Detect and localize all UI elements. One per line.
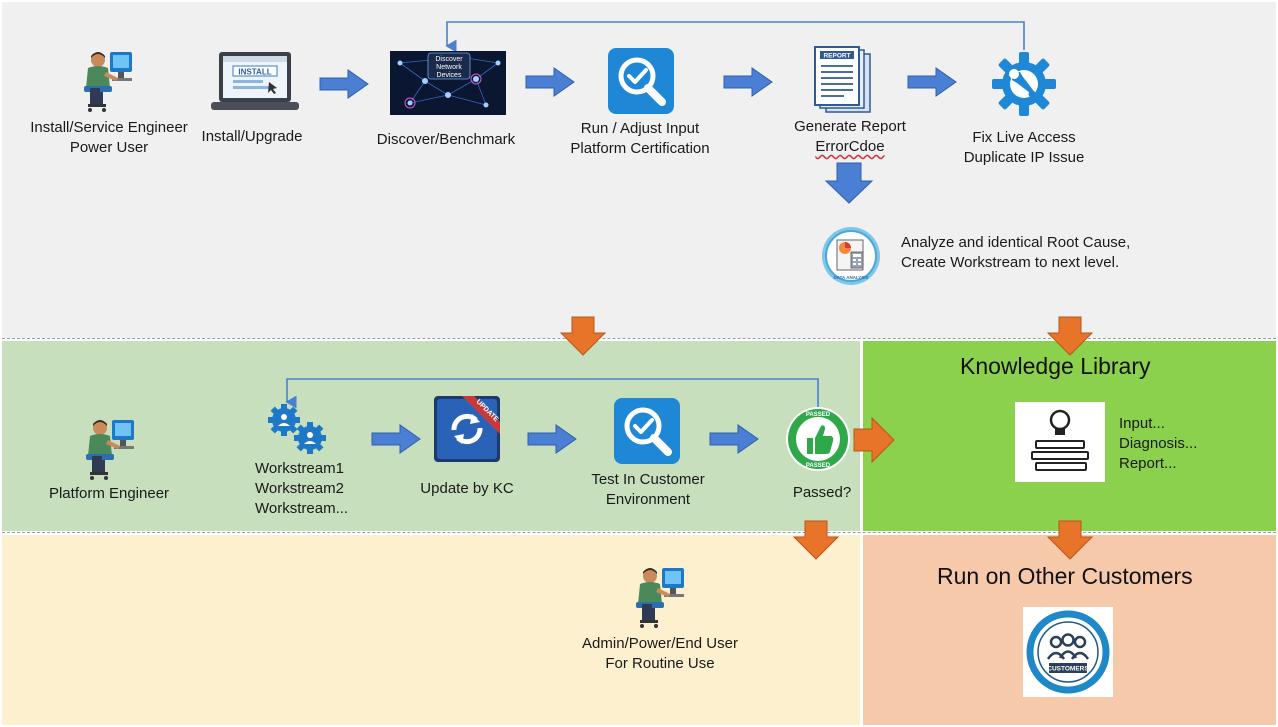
customers-icon: CUSTOMERS [1023, 607, 1113, 697]
end-user-line-1: Admin/Power/End User [582, 635, 738, 652]
report-icon-text: REPORT [823, 53, 850, 60]
fix-line-1: Fix Live Access [972, 129, 1076, 146]
blue-right-arrow [319, 69, 369, 99]
discover-image-text-1: Discover [435, 56, 463, 63]
analyze-line-2: Create Workstream to next level. [901, 254, 1120, 271]
install-engineer-icon [80, 50, 136, 112]
update-by-kc-label: Update by KC [420, 480, 514, 497]
dashed-divider [2, 338, 1276, 339]
analyze-line-1: Analyze and identical Root Cause, [901, 234, 1131, 251]
orange-down-arrow [792, 520, 840, 560]
run-other-customers-title: Run on Other Customers [937, 563, 1193, 589]
blue-right-arrow [723, 67, 773, 97]
workstream-item: Workstream... [255, 500, 349, 517]
report-document-icon: REPORT [814, 46, 872, 114]
role-line-2: Power User [69, 139, 149, 156]
gear-wrench-icon [990, 50, 1058, 118]
blue-right-arrow [371, 424, 421, 454]
blue-right-arrow [527, 424, 577, 454]
discover-image-text-2: Network [436, 64, 462, 71]
report-line-1: Generate Report [794, 118, 906, 135]
blue-right-arrow [709, 424, 759, 454]
knowledge-item: Diagnosis... [1119, 435, 1198, 452]
knowledge-items-list: Input... Diagnosis... Report... [1119, 414, 1197, 474]
orange-right-arrow [853, 416, 895, 464]
test-line-2: Environment [605, 491, 691, 508]
run-adjust-line-2: Platform Certification [570, 140, 710, 157]
passed-thumbs-up-icon: PASSED PASSED [785, 406, 851, 472]
passed-badge-bottom: PASSED [806, 463, 831, 469]
end-user-label: Admin/Power/End User For Routine Use [570, 634, 750, 674]
analyze-root-cause-label: Analyze and identical Root Cause, Create… [901, 233, 1130, 273]
fix-live-access-label: Fix Live Access Duplicate IP Issue [952, 128, 1096, 168]
report-line-2: ErrorCdoe [815, 138, 885, 155]
passed-question-label: Passed? [792, 484, 852, 501]
customers-icon-text: CUSTOMERS [1047, 666, 1089, 673]
workstream-item: Workstream1 [255, 460, 344, 477]
passed-badge-top: PASSED [806, 412, 831, 418]
discover-network-image: Discover Network Devices [390, 51, 506, 115]
install-screen-text: INSTALL [238, 68, 271, 77]
test-customer-label: Test In Customer Environment [576, 470, 720, 510]
platform-engineer-label: Platform Engineer [48, 485, 170, 502]
run-adjust-line-1: Run / Adjust Input [580, 120, 700, 137]
end-user-line-2: For Routine Use [605, 655, 715, 672]
workstream-gears-icon [266, 402, 330, 456]
install-upgrade-label: Install/Upgrade [201, 128, 303, 145]
blue-right-arrow [525, 67, 575, 97]
knowledge-library-title: Knowledge Library [960, 353, 1151, 379]
test-magnifier-icon [614, 398, 680, 464]
analyze-icon-text: DATA ANALYSIS [833, 275, 868, 280]
orange-down-arrow [559, 316, 607, 356]
generate-report-label: Generate Report ErrorCdoe [780, 117, 920, 157]
data-analysis-icon: DATA ANALYSIS [821, 226, 881, 286]
install-engineer-label: Install/Service Engineer Power User [27, 118, 191, 158]
install-laptop-icon: INSTALL [211, 52, 299, 116]
test-line-1: Test In Customer [591, 471, 705, 488]
blue-down-arrow [824, 162, 874, 204]
dashed-divider [2, 532, 1276, 533]
knowledge-item: Report... [1119, 455, 1177, 472]
orange-down-arrow [1046, 520, 1094, 560]
blue-right-arrow [907, 67, 957, 97]
orange-down-arrow [1046, 316, 1094, 356]
run-adjust-label: Run / Adjust Input Platform Certificatio… [552, 119, 728, 159]
discover-image-text-3: Devices [437, 72, 462, 79]
discover-benchmark-label: Discover/Benchmark [376, 131, 516, 148]
update-refresh-icon: UPDATE [434, 396, 500, 462]
workstream-list: Workstream1 Workstream2 Workstream... [255, 459, 348, 519]
books-lightbulb-icon [1015, 402, 1105, 482]
workstream-item: Workstream2 [255, 480, 344, 497]
fix-line-2: Duplicate IP Issue [963, 149, 1085, 166]
role-line-1: Install/Service Engineer [30, 119, 188, 136]
end-user-icon [632, 566, 688, 628]
knowledge-item: Input... [1119, 415, 1165, 432]
magnifier-check-icon [608, 48, 674, 114]
platform-engineer-icon [82, 418, 138, 480]
routine-use-panel [2, 535, 860, 725]
